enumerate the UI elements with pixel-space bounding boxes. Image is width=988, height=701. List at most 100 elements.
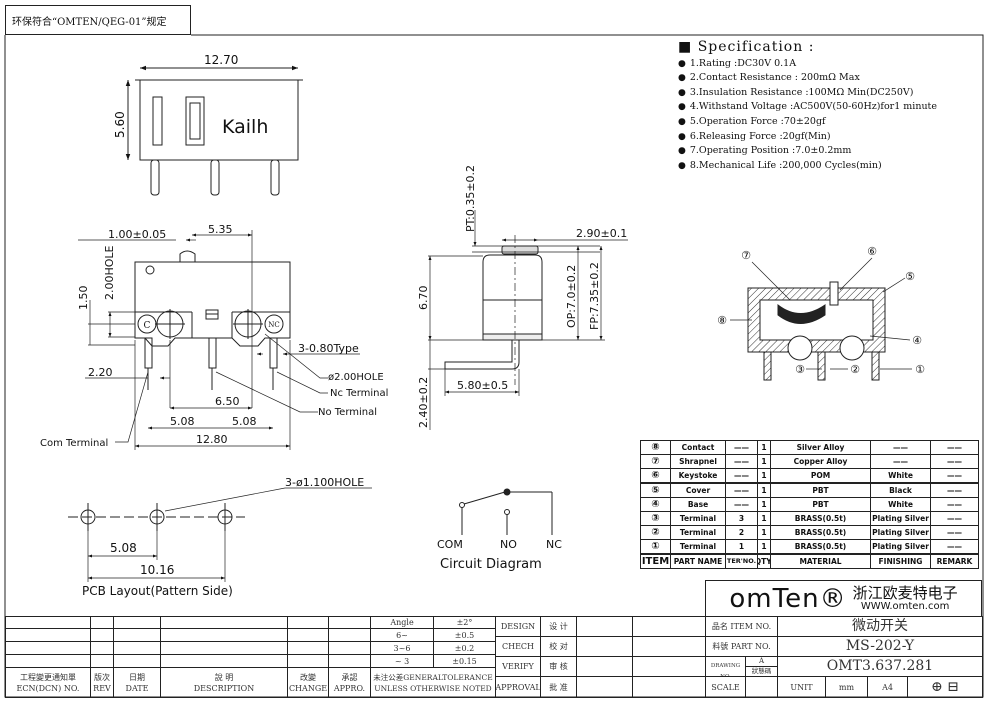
parts-header-item: ITEM [640, 553, 671, 569]
dim-6-50: 6.50 [215, 395, 240, 408]
environmental-compliance-note: 环保符合“OMTEN/QEG-01”规定 [5, 5, 191, 35]
parts-cell-finishing: White [870, 496, 931, 512]
dim-5-08-right: 5.08 [232, 415, 257, 428]
date-field [632, 656, 706, 677]
parts-cell-material: BRASS(0.5t) [770, 525, 871, 541]
spec-item: 6.Releasing Force :20gf(Min) [678, 130, 937, 145]
approval-label: APPROVAL [495, 676, 541, 698]
callout-4: ④ [912, 334, 922, 347]
revision-blank-cell [5, 628, 91, 642]
parts-cell-material: PBT [770, 482, 871, 498]
approval-label: CHECH [495, 636, 541, 657]
dim-2-20: 2.20 [88, 366, 113, 379]
revision-header-ecn-no: 工程變更通知單 ECN(DCN) NO. [5, 667, 91, 698]
circuit-caption: Circuit Diagram [440, 557, 542, 572]
parts-header-material: MATERIAL [770, 553, 871, 569]
parts-cell-item: ② [640, 525, 671, 541]
square-bullet-icon: ■ [678, 39, 698, 55]
revision-header-change: 改變 CHANGE [287, 667, 329, 698]
specification-title: ■ Specification : [678, 39, 815, 55]
parts-cell-finishing: —— [870, 454, 931, 470]
parts-cell-material: POM [770, 468, 871, 484]
company-logo-block: omTen® 浙江欧麦特电子 WWW.omten.com [705, 580, 982, 617]
signature-field [576, 676, 633, 698]
circuit-diagram [459, 488, 553, 535]
dim-plunger-width: 1.00±0.05 [108, 228, 166, 241]
circuit-no-label: NO [500, 538, 517, 551]
parts-cell-finishing: White [870, 468, 931, 484]
revision-blank-cell [160, 654, 288, 668]
pcb-dim-10-16: 10.16 [140, 563, 174, 577]
parts-cell-item: ⑦ [640, 454, 671, 470]
drawing-no-value: OMT3.637.281 [777, 656, 983, 677]
parts-cell-material: PBT [770, 496, 871, 512]
dim-free-position: FP:7.35±0.2 [588, 262, 601, 330]
revision-blank-cell [90, 628, 114, 642]
dim-5-80: 5.80±0.5 [457, 379, 508, 392]
parts-cell-terminal-no: —— [725, 496, 758, 512]
parts-cell-part-name: Shrapnel [670, 454, 726, 470]
drawing-frame [4, 34, 984, 698]
parts-cell-part-name: Terminal [670, 525, 726, 541]
specification-list: ■ Specification : 1.Rating :DC30V 0.1A 2… [678, 40, 937, 173]
side-view [78, 230, 360, 450]
no-terminal-label: No Terminal [318, 407, 377, 418]
revision-blank-cell [113, 654, 161, 668]
parts-cell-material: BRASS(0.5t) [770, 511, 871, 526]
dim-2-90: 2.90±0.1 [576, 227, 627, 240]
tolerance-value: ±0.2 [433, 641, 496, 655]
circuit-com-label: COM [437, 538, 463, 551]
callout-2: ② [850, 363, 860, 376]
approval-label-cn: 校 对 [540, 636, 577, 657]
company-url: WWW.omten.com [860, 601, 950, 612]
parts-cell-terminal-no: —— [725, 454, 758, 470]
date-field [632, 636, 706, 657]
company-name: 浙江欧麦特电子 [852, 584, 958, 602]
parts-cell-remark: —— [930, 482, 979, 498]
spec-item: 3.Insulation Resistance :100MΩ Min(DC250… [678, 86, 937, 101]
scale-label: SCALE [705, 676, 746, 698]
parts-cell-terminal-no: —— [725, 468, 758, 484]
approval-label-cn: 审 核 [540, 656, 577, 677]
parts-cell-qty: 1 [757, 525, 771, 541]
revision-header-approved: 承認 APPRO. [328, 667, 371, 698]
signature-field [576, 656, 633, 677]
nc-terminal-label: Nc Terminal [330, 388, 388, 399]
parts-cell-qty: 1 [757, 468, 771, 484]
dim-height: 5.60 [113, 111, 127, 138]
dim-width: 12.70 [204, 53, 238, 67]
parts-cell-remark: —— [930, 440, 979, 455]
dim-12-80: 12.80 [196, 433, 228, 446]
parts-cell-terminal-no: 3 [725, 511, 758, 526]
approval-label: VERIFY [495, 656, 541, 677]
parts-cell-part-name: Terminal [670, 539, 726, 555]
revision-blank-cell [328, 641, 371, 655]
dim-1-50: 1.50 [77, 286, 90, 311]
pcb-hole-spec: 3-ø1.100HOLE [285, 476, 364, 489]
parts-cell-finishing: Black [870, 482, 931, 498]
dim-5-08-left: 5.08 [170, 415, 195, 428]
parts-cell-part-name: Base [670, 496, 726, 512]
parts-cell-remark: —— [930, 468, 979, 484]
part-no-value: MS-202-Y [777, 636, 983, 657]
item-no-label: 品名 ITEM NO. [705, 616, 778, 637]
brand-mark: Kailh [222, 116, 268, 138]
tolerance-range: 6~ [370, 628, 434, 642]
parts-cell-item: ① [640, 539, 671, 555]
part-no-label: 料號 PART NO. [705, 636, 778, 657]
revision-header-date: 日期 DATE [113, 667, 161, 698]
scale-value [745, 676, 778, 698]
tolerance-value: ±0.15 [433, 654, 496, 668]
pcb-layout [68, 487, 372, 582]
parts-cell-item: ⑤ [640, 482, 671, 498]
revision-header-rev: 版次 REV [90, 667, 114, 698]
revision-blank-cell [287, 654, 329, 668]
approval-label-cn: 设 计 [540, 616, 577, 637]
revision-blank-cell [90, 641, 114, 655]
callout-8: ⑧ [717, 314, 727, 327]
parts-cell-terminal-no: —— [725, 440, 758, 455]
dim-terminal-type: 3-0.80Type [298, 342, 359, 355]
drawing-no-label: 圖 號 DRAWING NO. [705, 656, 746, 677]
parts-cell-remark: —— [930, 496, 979, 512]
